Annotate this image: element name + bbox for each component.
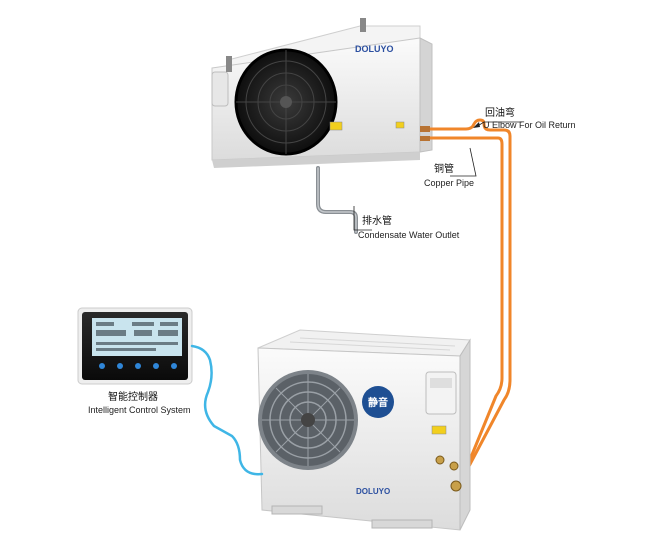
indoor-fan [234,48,338,156]
outdoor-fan [258,370,358,470]
outdoor-unit: 静音 DOLUYO [257,329,471,531]
outdoor-brand-label: DOLUYO [356,487,390,496]
indoor-brand-label: DOLUYO [355,44,394,54]
controller-buttons [99,363,177,369]
warning-sticker [329,121,343,131]
warning-sticker [431,425,447,435]
drain-label-en: Condensate Water Outlet [358,230,460,240]
warning-sticker [395,121,405,129]
copper-pipe-label-cn: 铜管 [434,162,454,175]
indoor-unit: DOLUYO [211,18,433,168]
controller-label-cn: 智能控制器 [108,390,158,403]
drain-label-cn: 排水管 [362,214,392,227]
drain-pipe [316,166,358,234]
copper-pipes [430,118,512,485]
quiet-badge-label: 静音 [368,396,388,409]
quiet-badge [362,386,394,418]
controller-label-en: Intelligent Control System [88,405,191,415]
oil-return-label-cn: 回油弯 [485,106,515,119]
controller-panel [77,307,193,385]
copper-pipe-label-en: Copper Pipe [424,178,474,188]
control-cable [190,344,264,476]
oil-return-label-en: U Elbow For Oil Return [483,120,576,130]
